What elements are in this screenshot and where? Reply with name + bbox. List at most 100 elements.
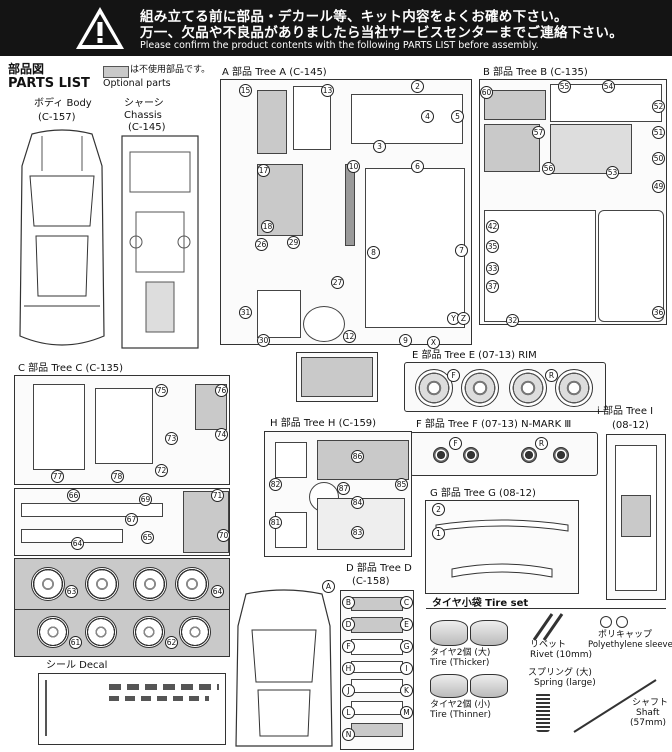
- tree-c-wheels-row-1: 63 64: [14, 558, 230, 610]
- rivet-jp: リベット: [530, 640, 567, 650]
- tree-c-label: C 部品 Tree C (C-135): [18, 363, 123, 374]
- tree-b-interior-parts: [484, 210, 596, 322]
- chassis-drawing: [121, 135, 199, 349]
- part-number: 6: [411, 160, 424, 173]
- part-number: 30: [257, 334, 270, 347]
- tree-g-bumpers: [435, 519, 569, 578]
- part-number: 2: [411, 80, 424, 93]
- n-mark: [433, 447, 449, 463]
- tree-d-marker: N: [342, 728, 355, 741]
- part-number: 82: [269, 478, 282, 491]
- warning-banner: 組み立てる前に部品・デカール等、キット内容をよくお確め下さい。 万一、欠品や不良…: [0, 0, 672, 56]
- banner-line-1: 組み立てる前に部品・デカール等、キット内容をよくお確め下さい。: [140, 9, 568, 25]
- tree-a-panel: 15 13 2 4 5 3 6 10 17 18 7 8 26 29 27 31…: [220, 79, 472, 349]
- tree-d-marker: H: [342, 662, 355, 675]
- n-mark: [463, 447, 479, 463]
- tree-b-panel: 60 55 54 52 51 50 49 57 56 53 42 35 33 3…: [479, 79, 667, 327]
- tree-d-marker: F: [342, 640, 355, 653]
- part-number: 5: [451, 110, 464, 123]
- rim: [509, 369, 547, 407]
- wheel-hub: [85, 616, 117, 648]
- part-number: 60: [480, 86, 493, 99]
- optional-part-swatch: [103, 66, 129, 78]
- tree-i-code: (08-12): [612, 420, 649, 431]
- part-number: 65: [141, 531, 154, 544]
- marker-front: F: [449, 437, 462, 450]
- part-number: 12: [343, 330, 356, 343]
- marker-rear: R: [545, 369, 558, 382]
- body-shell-drawing: [235, 589, 333, 747]
- part-number: 53: [606, 166, 619, 179]
- tree-a-extension: [296, 352, 378, 402]
- part-number: 84: [351, 496, 364, 509]
- tire-thin: [430, 674, 468, 698]
- tree-d-marker: E: [400, 618, 413, 631]
- part-number: 76: [215, 384, 228, 397]
- tree-g-label: G 部品 Tree G (08-12): [430, 488, 536, 499]
- tree-h-part: [275, 442, 307, 478]
- shaft-size: (57mm): [630, 718, 667, 728]
- spring-icon: [536, 692, 550, 732]
- part-number: 50: [652, 152, 665, 165]
- tree-a-extension-part: [301, 357, 373, 397]
- banner-line-2: 万一、欠品や不良品がありましたら当社サービスセンターまでご連絡下さい。: [140, 25, 623, 41]
- part-number: 61: [69, 636, 82, 649]
- wheel-hub: [37, 616, 69, 648]
- tree-c-wheels-row-2: 61 62: [14, 609, 230, 657]
- tree-c-frame-part: [95, 388, 153, 464]
- tree-g-panel: 2 1: [425, 500, 579, 594]
- wheel-hub: [175, 567, 209, 601]
- tire-thick: [470, 620, 508, 646]
- part-number: 57: [532, 126, 545, 139]
- tree-h-panel: 86 82 87 85 84 81 83: [264, 431, 412, 557]
- tree-d-part: [351, 597, 403, 611]
- shaft-jp: シャフト: [632, 698, 669, 708]
- tree-a-chassis-part: [365, 168, 465, 328]
- part-number: 29: [287, 236, 300, 249]
- part-number: 85: [395, 478, 408, 491]
- tree-d-part: [351, 679, 403, 693]
- tree-a-seat: [257, 90, 287, 154]
- part-number: 33: [486, 262, 499, 275]
- tree-b-dashboard: [598, 210, 664, 322]
- part-number: 56: [542, 162, 555, 175]
- tire-thick-jp: タイヤ2個 (大): [430, 648, 491, 658]
- decal-row: [109, 684, 219, 690]
- part-number: 36: [652, 306, 665, 319]
- part-number: 72: [155, 464, 168, 477]
- tree-c-floor-part: [33, 384, 85, 470]
- optional-note-en: Optional parts: [103, 78, 171, 89]
- tree-c-panel-mid: 66 64 69 67 65 71 70: [14, 488, 230, 556]
- tree-a-gear: [303, 306, 345, 342]
- part-number: 15: [239, 84, 252, 97]
- tree-d-marker: B: [342, 596, 355, 609]
- part-number: 8: [367, 246, 380, 259]
- part-number: 2: [432, 503, 445, 516]
- rim: [415, 369, 453, 407]
- sleeve-icon: [616, 616, 628, 628]
- shaft-en: Shaft: [636, 708, 660, 718]
- tree-d-marker: I: [400, 662, 413, 675]
- wheel-hub: [179, 616, 211, 648]
- part-number: 27: [331, 276, 344, 289]
- part-number: 7: [455, 244, 468, 257]
- tree-d-part: [351, 617, 403, 633]
- wheel-hub: [31, 567, 65, 601]
- tree-b-seats: [550, 124, 632, 174]
- shaft-icon: [573, 679, 657, 733]
- tree-d-code: (C-158): [352, 576, 390, 587]
- tree-d-part: [351, 701, 403, 715]
- part-number: 26: [255, 238, 268, 251]
- tree-d-marker: D: [342, 618, 355, 631]
- rivet-icon: [532, 613, 564, 641]
- tree-i-panel: [606, 434, 666, 600]
- marker-front: F: [447, 369, 460, 382]
- tree-b-label: B 部品 Tree B (C-135): [483, 67, 588, 78]
- tree-b-seat: [484, 124, 540, 172]
- decal-row: [109, 696, 209, 701]
- part-number: 54: [602, 80, 615, 93]
- part-number: 69: [139, 493, 152, 506]
- part-number: 1: [432, 527, 445, 540]
- part-number: 51: [652, 126, 665, 139]
- tree-e-label: E 部品 Tree E (07-13) RIM: [412, 350, 537, 361]
